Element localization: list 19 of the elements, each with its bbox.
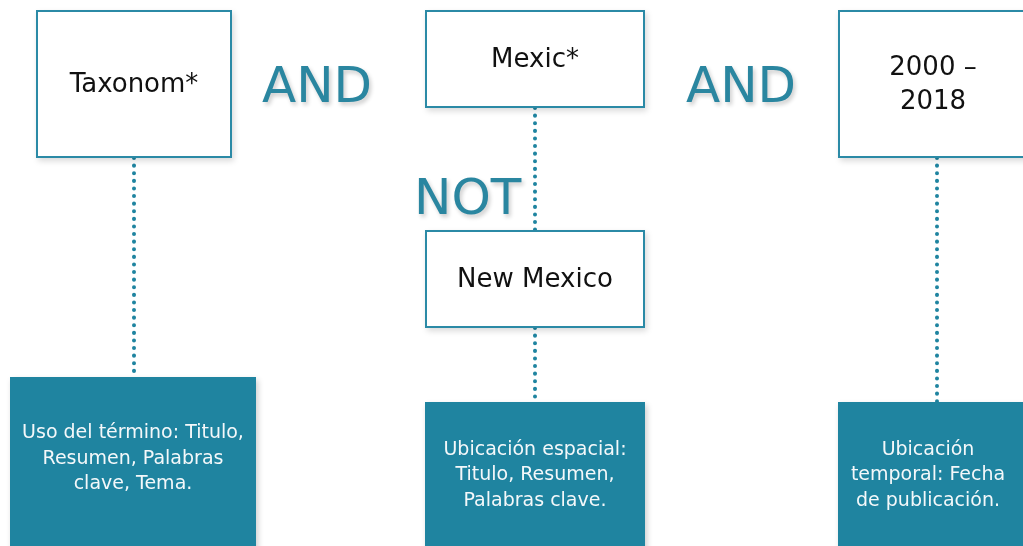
box-text: Uso del término: Titulo, Resumen, Palabras clave, Tema. <box>21 419 245 496</box>
box-text: Ubicación temporal: Fecha de publicación. <box>849 435 1007 512</box>
operator-label: AND <box>262 60 373 110</box>
box-text: Mexic* <box>491 42 579 76</box>
dotted-connector <box>533 106 537 232</box>
operator-label: NOT <box>414 172 522 222</box>
info-box <box>425 402 645 546</box>
info-box <box>10 377 256 546</box>
term-box <box>425 230 645 328</box>
box-text: Ubicación espacial: Titulo, Resumen, Palabras clave. <box>442 435 628 512</box>
box-text: Taxonom* <box>69 67 199 101</box>
info-box <box>838 402 1023 546</box>
box-text: 2000 – 2018 <box>888 50 978 117</box>
term-box <box>838 10 1023 158</box>
box-text: New Mexico <box>457 262 613 296</box>
dotted-connector <box>935 156 939 404</box>
term-box <box>36 10 232 158</box>
term-box <box>425 10 645 108</box>
operator-label: AND <box>686 60 797 110</box>
